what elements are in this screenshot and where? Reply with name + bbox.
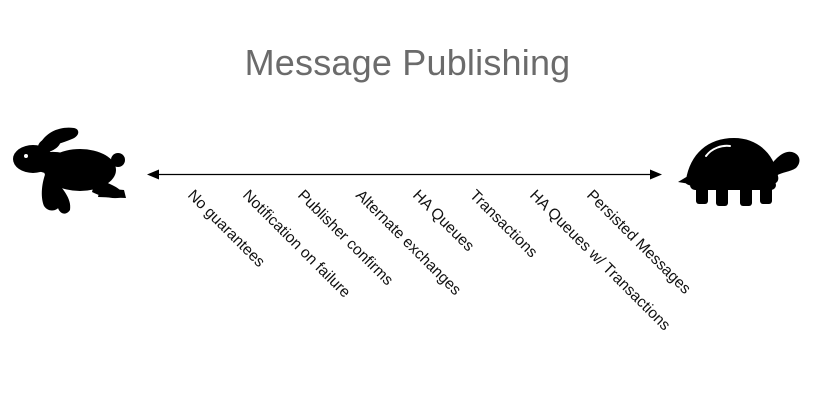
turtle-shell-highlight	[705, 144, 731, 157]
arrowhead-right	[650, 169, 662, 180]
spectrum-label: Publisher confirms	[294, 187, 396, 289]
spectrum-label: Persisted Messages	[583, 187, 694, 298]
spectrum-arrow	[147, 169, 662, 180]
arrowhead-left	[147, 169, 159, 180]
spectrum-label: Notification on failure	[239, 187, 353, 301]
rabbit-eye	[24, 154, 28, 158]
rabbit-icon	[13, 127, 126, 214]
diagram-title: Message Publishing	[244, 42, 571, 83]
spectrum-labels: No guarantees Notification on failure Pu…	[184, 187, 694, 334]
spectrum-label: Alternate exchanges	[352, 187, 464, 299]
turtle-icon	[678, 138, 800, 206]
